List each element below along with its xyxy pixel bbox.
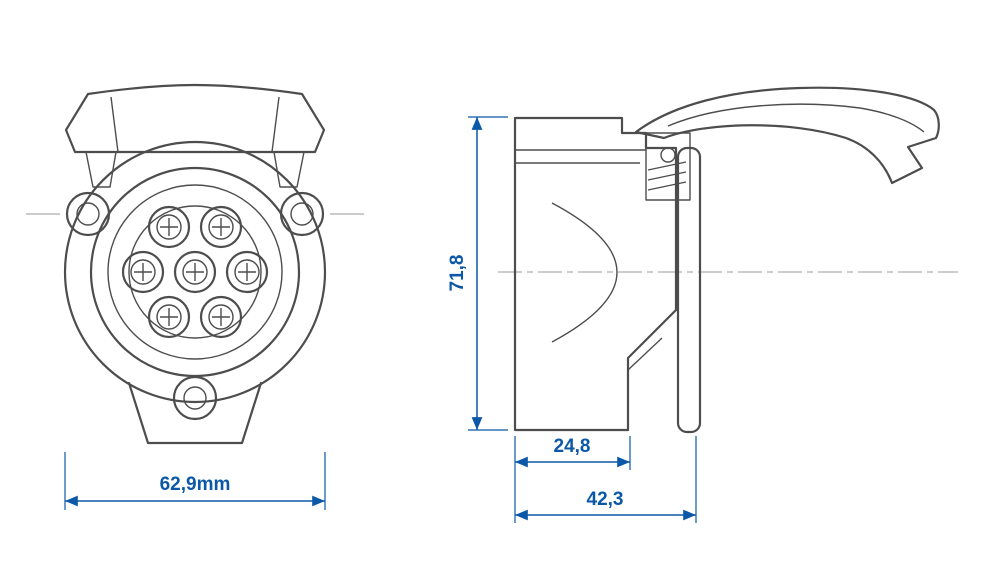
cover-inner-line (667, 103, 925, 133)
mount-hole-right (279, 191, 325, 237)
dimension-label-front-width: 62,9mm (160, 474, 231, 495)
hinge-pin (660, 147, 676, 163)
side-taper-line (627, 337, 663, 371)
cap-lug-right (273, 151, 305, 188)
flange-circle (63, 140, 327, 404)
dimension-body-depth: 24,8 (514, 436, 631, 523)
pin-top-left (147, 205, 191, 249)
pin-cluster (121, 205, 269, 339)
pin-left (121, 250, 165, 294)
cap-outline (64, 83, 326, 154)
bottom-tab (127, 381, 263, 445)
dimension-side-height: 71,8 (447, 116, 508, 431)
pin-right (225, 250, 269, 294)
mount-hole-left (65, 191, 111, 237)
side-dome-curve (551, 202, 618, 343)
pin-center (173, 250, 217, 294)
hinge-spring (647, 161, 687, 191)
hinge-bracket (645, 132, 691, 201)
cap-fold-line-left (110, 96, 119, 153)
pin-bottom-right (199, 295, 243, 339)
dimension-label-body-depth: 24,8 (554, 436, 591, 457)
side-body-outline (513, 116, 678, 432)
mounting-plate (676, 146, 702, 434)
cap-fold-line-right (271, 96, 280, 153)
dimension-front-width: 62,9mm (64, 452, 326, 510)
bowl-circle (107, 184, 283, 360)
cap-lug-left (85, 151, 117, 188)
pin-bottom-left (147, 295, 191, 339)
side-view (498, 86, 958, 434)
pin-top-right (199, 205, 243, 249)
dimension-label-side-height: 71,8 (447, 255, 468, 292)
dimension-total-depth: 42,3 (515, 436, 697, 523)
front-view (26, 83, 364, 445)
insert-circle (128, 205, 262, 339)
mount-hole-bottom (172, 375, 218, 421)
cover-outline (634, 86, 940, 185)
dimension-label-total-depth: 42,3 (587, 489, 624, 510)
